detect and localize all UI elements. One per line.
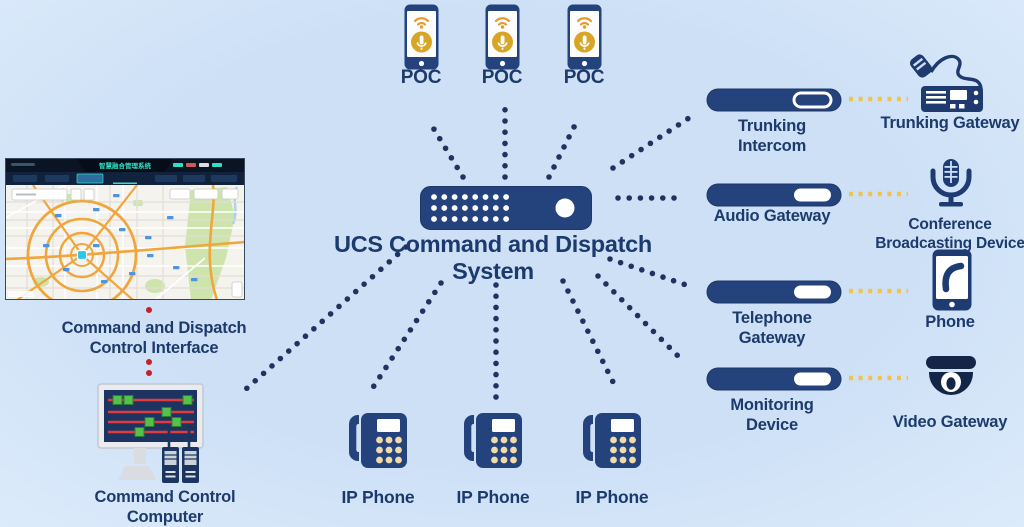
map-search-box	[11, 188, 68, 201]
trunking-intercom-label: Trunking Intercom	[697, 116, 847, 156]
red-dotted-connector	[146, 307, 152, 376]
control-interface-label: Command and Dispatch Control Interface	[24, 318, 284, 358]
trunking-intercom-label-line1: Trunking	[737, 117, 807, 135]
line-to-telephone-gateway	[607, 256, 695, 290]
command-computer-icon	[97, 383, 204, 483]
yellow-dotted-lines	[849, 96, 908, 381]
audio-gateway-label-line1: Audio Gateway	[713, 207, 831, 225]
walkie-talkie-icon	[182, 426, 199, 483]
dome-camera-icon	[926, 356, 976, 395]
trunking-gateway-icon	[909, 54, 983, 112]
poc-label-1: POC	[400, 67, 442, 88]
monitoring-device-label-line1: Monitoring	[730, 396, 814, 414]
server-power-button	[555, 198, 575, 218]
map-toolbar-button	[221, 188, 239, 200]
command-computer-label: Command Control Computer	[55, 487, 275, 527]
monitoring-device-pill	[706, 367, 842, 391]
audio-gateway-pill	[706, 183, 842, 207]
telephone-gateway-pill	[706, 280, 842, 304]
conference-device-label: Conference Broadcasting Device	[860, 215, 1024, 253]
ip-phone-icon	[349, 413, 407, 468]
video-gateway-label-line1: Video Gateway	[892, 413, 1008, 431]
map-toolbar-button	[193, 188, 219, 200]
map-road-labels	[43, 194, 198, 284]
trunking-intercom-label-line2: Intercom	[737, 137, 807, 155]
poc-label-3: POC	[563, 67, 605, 88]
monitoring-device-label-line2: Device	[745, 416, 798, 434]
control-interface-label-line2: Control Interface	[89, 339, 219, 357]
ip-phone-label-3: IP Phone	[575, 487, 649, 507]
ip-phone-handset	[349, 415, 359, 461]
phone-label-line1: Phone	[925, 313, 975, 331]
walkie-talkie-icon	[162, 426, 179, 483]
map-title: 智慧融合管理系统	[99, 161, 152, 170]
telephone-gateway-label: Telephone Gateway	[697, 308, 847, 348]
handheld-mic	[909, 54, 933, 78]
line-to-trunking-intercom	[610, 111, 698, 171]
ip-phone-icon	[464, 413, 522, 468]
trunking-gateway-label: Trunking Gateway	[865, 113, 1024, 133]
ip-phone-handset	[583, 415, 593, 461]
ip-phone-handset	[464, 415, 474, 461]
poc-phone-icon	[404, 4, 439, 70]
poc-phone-icon	[567, 4, 602, 70]
map-center-marker	[76, 249, 88, 261]
ip-phone-label-1: IP Phone	[341, 487, 415, 507]
line-to-computer	[243, 244, 409, 392]
ip-phone-label-2: IP Phone	[456, 487, 530, 507]
map-toolbar-button	[169, 188, 191, 200]
command-computer-label-line2: Computer	[126, 508, 204, 526]
line-to-poc-1	[426, 118, 466, 180]
system-title: UCS Command and Dispatch System	[334, 231, 652, 284]
control-interface-label-line1: Command and Dispatch	[61, 319, 247, 337]
phone-label: Phone	[865, 312, 1024, 332]
ip-phone-icon	[583, 413, 641, 468]
video-gateway-label: Video Gateway	[865, 412, 1024, 432]
conference-mic-icon	[930, 159, 972, 207]
map-active-tab	[76, 173, 104, 184]
dispatch-interface-screenshot: 智慧融合管理系统	[5, 158, 245, 300]
line-to-ip-phone-1	[367, 280, 444, 395]
poc-phone-icon	[485, 4, 520, 70]
wifi-icon	[576, 17, 593, 23]
line-to-ip-phone-3	[560, 278, 618, 389]
navy-dotted-lines	[243, 104, 698, 406]
telephone-gateway-label-line1: Telephone	[732, 309, 812, 327]
conference-device-label-line1: Conference	[908, 216, 992, 233]
line-to-monitoring-device	[595, 273, 683, 361]
audio-gateway-label: Audio Gateway	[697, 206, 847, 226]
trunking-intercom-pill	[706, 88, 842, 112]
command-computer-label-line1: Command Control	[94, 488, 236, 506]
ucs-server-icon	[420, 186, 592, 230]
trunking-gateway-label-line1: Trunking Gateway	[880, 114, 1020, 132]
handset-glyph	[942, 262, 965, 293]
map-zoom-control	[231, 281, 243, 298]
conference-device-label-line2: Broadcasting Device	[875, 235, 1024, 252]
monitoring-device-label: Monitoring Device	[697, 395, 847, 435]
monitor-stand	[134, 448, 146, 464]
line-to-poc-3	[546, 116, 581, 180]
phone-icon	[932, 249, 972, 311]
telephone-gateway-label-line2: Gateway	[738, 329, 806, 347]
camera-lens	[946, 377, 956, 390]
poc-label-2: POC	[481, 67, 523, 88]
wifi-icon	[494, 17, 511, 23]
wifi-icon	[413, 17, 430, 23]
